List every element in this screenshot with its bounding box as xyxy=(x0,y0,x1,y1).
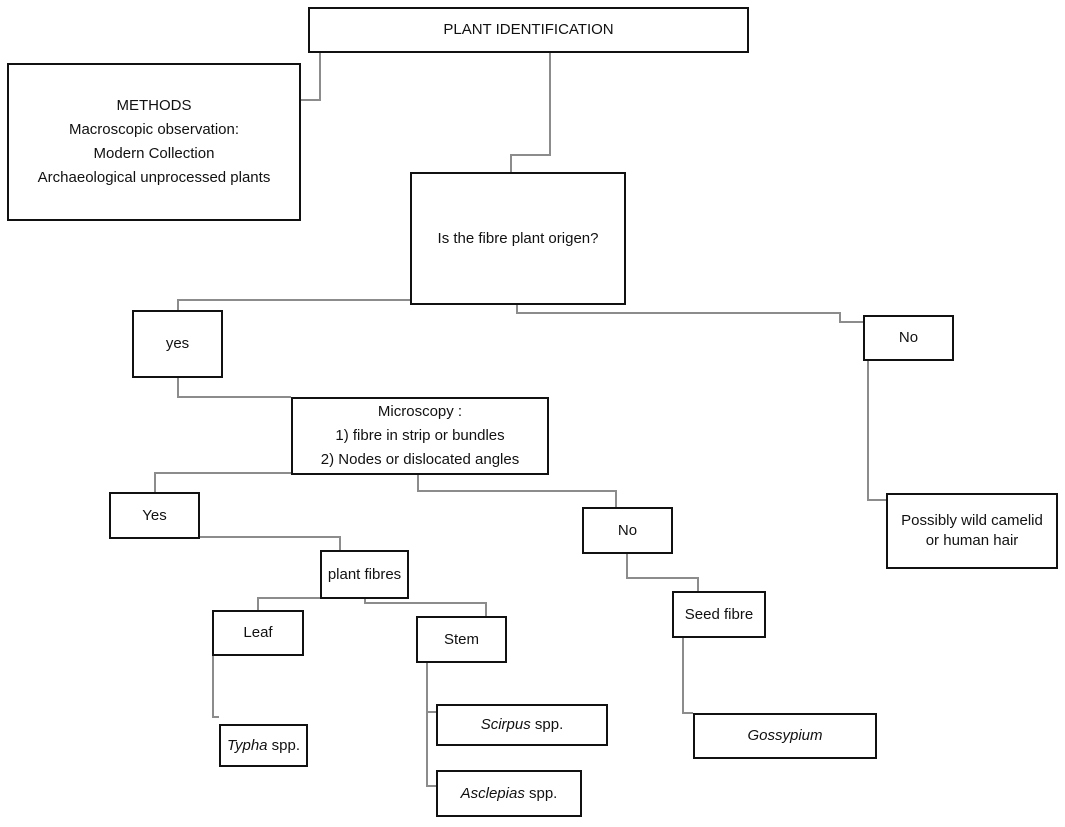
connector-seed-gossypium xyxy=(682,637,693,714)
connector-plantfibres-leaf xyxy=(257,597,365,610)
seed-fibre-label: Seed fibre xyxy=(684,605,754,623)
connector-title-question xyxy=(510,52,551,172)
methods-line: Archaeological unprocessed plants xyxy=(37,169,271,186)
yes-mid-node: Yes xyxy=(109,492,200,539)
connector-no-seed xyxy=(626,553,699,591)
yes-top-node: yes xyxy=(132,310,223,378)
yes-mid-label: Yes xyxy=(142,506,167,524)
leaf-node: Leaf xyxy=(212,610,304,656)
connector-plantfibres-stem xyxy=(364,598,487,616)
typha-node: Typha spp. xyxy=(219,724,308,767)
no-top-label: No xyxy=(898,329,919,346)
hair-line: or human hair xyxy=(925,532,1019,549)
asclepias-node: Asclepias spp. xyxy=(436,770,582,817)
yes-top-label: yes xyxy=(165,335,190,352)
typha-label: Typha spp. xyxy=(227,734,300,758)
asclepias-genus: Asclepias xyxy=(460,784,525,802)
scirpus-suffix: spp. xyxy=(530,716,564,733)
connector-question-no xyxy=(516,304,863,323)
seed-fibre-node: Seed fibre xyxy=(672,591,766,638)
connector-stem-scirpus xyxy=(426,662,436,713)
asclepias-suffix: spp. xyxy=(524,784,558,802)
plant-identification-node: PLANT IDENTIFICATION xyxy=(308,7,749,53)
plant-fibres-label: plant fibres xyxy=(327,565,402,583)
connector-no-hair xyxy=(867,360,886,501)
microscopy-node: Microscopy : 1) fibre in strip or bundle… xyxy=(291,397,549,475)
connector-stem-asclepias xyxy=(426,712,436,787)
question-label: Is the fibre plant origen? xyxy=(437,229,599,247)
leaf-label: Leaf xyxy=(243,624,273,641)
asclepias-label: Asclepias spp. xyxy=(461,782,558,806)
methods-line: Macroscopic observation: xyxy=(68,121,240,138)
plant-fibres-node: plant fibres xyxy=(320,550,409,599)
microscopy-line: 2) Nodes or dislocated angles xyxy=(320,451,520,468)
scirpus-node: Scirpus spp. xyxy=(436,704,608,746)
methods-title: METHODS xyxy=(116,97,192,114)
connector-yes-plantfibres xyxy=(198,536,341,550)
methods-node: METHODS Macroscopic observation: Modern … xyxy=(7,63,301,221)
gossypium-node: Gossypium xyxy=(693,713,877,759)
connector-leaf-typha xyxy=(212,655,219,718)
microscopy-line: 1) fibre in strip or bundles xyxy=(335,427,505,444)
connector-title-methods xyxy=(301,52,321,101)
connector-microscopy-yes xyxy=(154,472,418,492)
connector-yes-microscopy xyxy=(177,377,291,398)
microscopy-title: Microscopy : xyxy=(377,403,463,420)
stem-label: Stem xyxy=(443,630,479,648)
hair-line: Possibly wild camelid xyxy=(901,512,1043,529)
no-top-node: No xyxy=(863,315,954,361)
plant-identification-label: PLANT IDENTIFICATION xyxy=(443,21,614,38)
typha-suffix: spp. xyxy=(267,736,301,754)
no-mid-label: No xyxy=(617,521,638,539)
hair-node: Possibly wild camelid or human hair xyxy=(886,493,1058,569)
gossypium-label: Gossypium xyxy=(747,724,822,748)
connector-question-yes xyxy=(177,299,411,310)
connector-microscopy-no xyxy=(417,475,617,507)
methods-line: Modern Collection xyxy=(93,145,215,162)
stem-node: Stem xyxy=(416,616,507,663)
gossypium-genus: Gossypium xyxy=(747,727,823,744)
scirpus-genus: Scirpus xyxy=(480,716,531,733)
question-node: Is the fibre plant origen? xyxy=(410,172,626,305)
scirpus-label: Scirpus spp. xyxy=(481,713,564,737)
no-mid-node: No xyxy=(582,507,673,554)
typha-genus: Typha xyxy=(226,736,268,754)
